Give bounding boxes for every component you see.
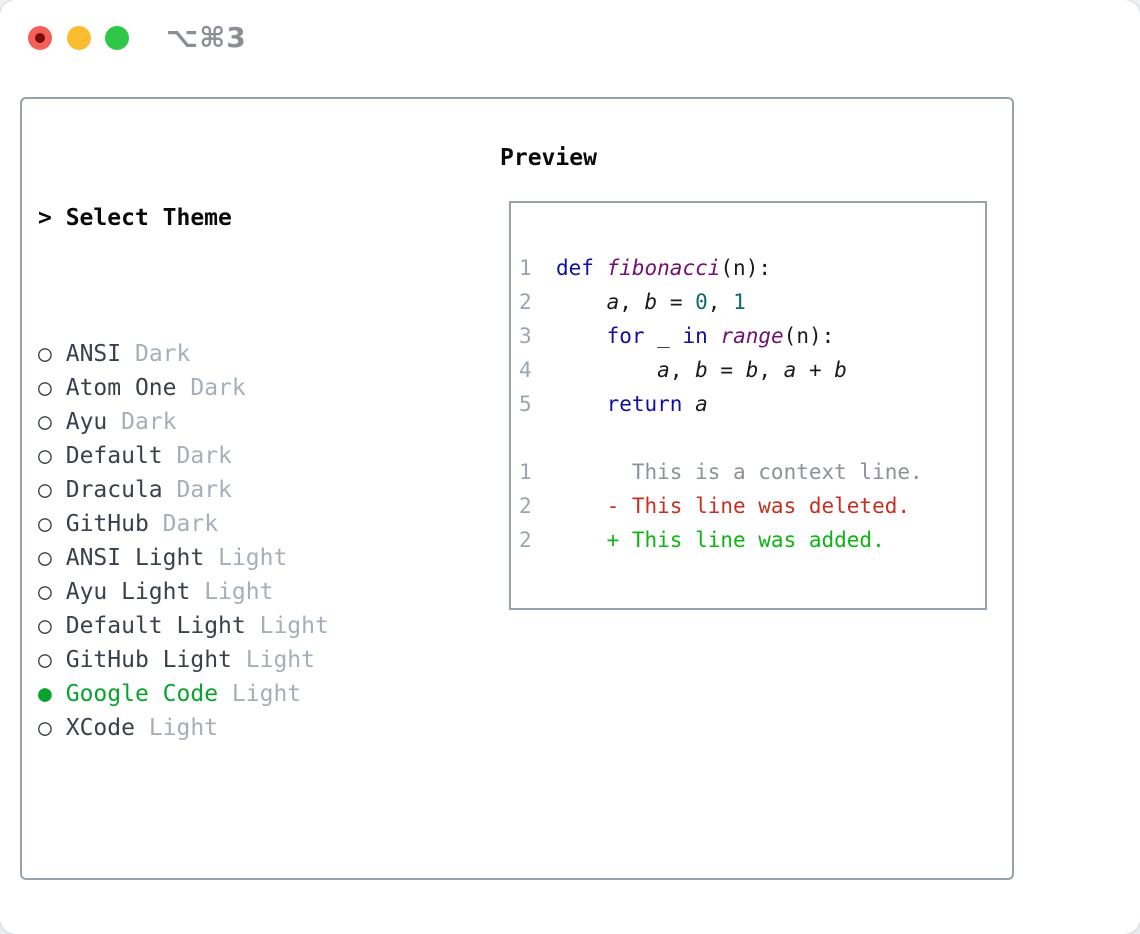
theme-variant: Light	[259, 613, 329, 639]
theme-variant: Dark	[134, 341, 191, 367]
code-line: 2 - This line was deleted.	[519, 489, 985, 523]
line-number: 4	[519, 358, 532, 382]
radio-icon: ○	[38, 477, 52, 503]
preview-title: Preview	[500, 145, 597, 171]
window-title: ⌥⌘3	[166, 21, 247, 54]
radio-icon: ○	[38, 341, 52, 367]
theme-name: Google Code	[65, 681, 219, 707]
code-line: 3 for _ in range(n):	[519, 319, 985, 353]
minimize-button[interactable]	[67, 26, 91, 50]
theme-name: Dracula	[65, 477, 163, 503]
titlebar: ⌥⌘3	[0, 0, 1140, 76]
radio-icon: ○	[38, 545, 52, 571]
line-number: 3	[519, 324, 532, 348]
radio-icon: ○	[38, 647, 52, 673]
left-column: >Select Theme ○ ANSI Dark○ Atom One Dark…	[38, 133, 426, 934]
theme-variant: Light	[245, 647, 315, 673]
theme-variant: Light	[231, 681, 302, 707]
theme-option[interactable]: ○ Dracula Dark	[38, 473, 426, 507]
theme-name: Ayu	[65, 409, 108, 435]
radio-icon: ○	[38, 613, 52, 639]
code-line: 5 return a	[519, 387, 985, 421]
theme-name: GitHub Light	[65, 647, 232, 673]
close-button[interactable]	[28, 26, 52, 50]
code-line: 2 a, b = 0, 1	[519, 285, 985, 319]
theme-option[interactable]: ○ GitHub Dark	[38, 507, 426, 541]
theme-option[interactable]: ○ ANSI Dark	[38, 337, 426, 371]
radio-icon: ○	[38, 409, 52, 435]
code-line	[519, 421, 985, 455]
radio-icon: ○	[38, 375, 52, 401]
theme-name: ANSI	[65, 341, 122, 367]
theme-option[interactable]: ○ GitHub Light Light	[38, 643, 426, 677]
line-number: 2	[519, 494, 532, 518]
select-theme-title: Select Theme	[65, 205, 232, 231]
spacer	[38, 847, 426, 881]
line-number: 2	[519, 290, 532, 314]
line-number: 1	[519, 256, 532, 280]
theme-option[interactable]: ○ Atom One Dark	[38, 371, 426, 405]
theme-option[interactable]: ○ Ayu Dark	[38, 405, 426, 439]
theme-variant: Dark	[121, 409, 177, 435]
line-number: 5	[519, 392, 532, 416]
radio-icon: ○	[38, 443, 52, 469]
theme-name: Default	[65, 443, 163, 469]
theme-name: ANSI Light	[65, 545, 205, 571]
theme-option[interactable]: ○ Default Light Light	[38, 609, 426, 643]
theme-name: Atom One	[65, 375, 177, 401]
radio-icon: ○	[38, 511, 52, 537]
zoom-button[interactable]	[105, 26, 129, 50]
theme-option[interactable]: ● Google Code Light	[38, 677, 426, 711]
theme-variant: Light	[218, 545, 288, 571]
line-number: 2	[519, 528, 532, 552]
theme-variant: Dark	[190, 375, 246, 401]
select-theme-header: > Select Theme	[38, 201, 426, 235]
theme-name: Ayu Light	[65, 579, 191, 605]
theme-selector-panel: >Select Theme ○ ANSI Dark○ Atom One Dark…	[20, 97, 1014, 880]
theme-variant: Dark	[176, 477, 232, 503]
caret-icon: >	[38, 205, 52, 231]
theme-variant: Dark	[176, 443, 232, 469]
theme-option[interactable]: ○ XCode Light	[38, 711, 426, 745]
theme-variant: Light	[148, 715, 219, 741]
code-line: 4 a, b = b, a + b	[519, 353, 985, 387]
theme-name: Default Light	[65, 613, 246, 639]
theme-option[interactable]: ○ Default Dark	[38, 439, 426, 473]
line-number: 1	[519, 460, 532, 484]
theme-list: ○ ANSI Dark○ Atom One Dark○ Ayu Dark○ De…	[38, 337, 426, 745]
radio-icon: ○	[38, 715, 52, 741]
radio-icon: ○	[38, 579, 52, 605]
code-line: 2 + This line was added.	[519, 523, 985, 557]
radio-selected-icon: ●	[38, 681, 52, 707]
theme-variant: Dark	[162, 511, 219, 537]
theme-name: GitHub	[65, 511, 149, 537]
theme-option[interactable]: ○ Ayu Light Light	[38, 575, 426, 609]
code-line: 1 This is a context line.	[519, 455, 985, 489]
theme-option[interactable]: ○ ANSI Light Light	[38, 541, 426, 575]
theme-variant: Light	[204, 579, 274, 605]
theme-name: XCode	[65, 715, 135, 741]
